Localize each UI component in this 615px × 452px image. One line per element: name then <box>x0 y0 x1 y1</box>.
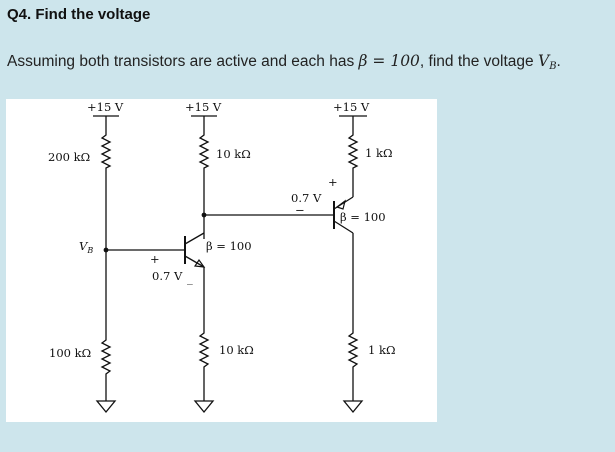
supply-bar-1 <box>93 115 119 128</box>
question-title: Q4. Find the voltage <box>7 6 151 23</box>
resistor-100k <box>100 334 112 401</box>
ground-symbol-2 <box>193 400 215 414</box>
resistor-200k <box>100 128 112 173</box>
supply-label-3: +15 V <box>333 100 370 114</box>
prompt-text-mid: , find the voltage <box>419 53 538 70</box>
question-prompt: Assuming both transistors are active and… <box>7 52 561 72</box>
vbe-q1-value: 0.7 V <box>152 269 183 283</box>
label-q1-collector-r: 10 kΩ <box>216 147 251 161</box>
label-q1-emitter-r: 10 kΩ <box>219 343 254 357</box>
prompt-text-before: Assuming both transistors are active and… <box>7 53 359 70</box>
supply-bar-3 <box>339 115 367 128</box>
circuit-figure: +15 V +15 V +15 V 200 kΩ 100 kΩ 10 kΩ 10… <box>6 99 437 422</box>
label-q2-beta: β = 100 <box>340 210 386 224</box>
vb-symbol: V <box>537 52 550 70</box>
resistor-q2-collector <box>347 327 359 401</box>
veb-q2-value: 0.7 V <box>291 191 322 205</box>
resistor-q1-collector <box>198 128 210 173</box>
beta-expression: β = 100 <box>358 52 420 70</box>
label-100k: 100 kΩ <box>49 346 91 360</box>
resistor-q1-emitter <box>198 327 210 401</box>
transistor-q2 <box>333 196 354 234</box>
supply-bar-2 <box>191 115 217 128</box>
supply-label-1: +15 V <box>87 100 124 114</box>
resistor-q2-emitter <box>347 128 359 197</box>
supply-label-2: +15 V <box>185 100 222 114</box>
label-q1-beta: β = 100 <box>206 239 252 253</box>
label-q2-emitter-r: 1 kΩ <box>365 146 392 160</box>
prompt-text-end: . <box>556 53 561 70</box>
veb-q2-plus: + <box>328 175 338 189</box>
vbe-q1-minus: _ <box>187 271 193 285</box>
veb-q2-minus: − <box>295 203 305 217</box>
label-vb: VB <box>79 239 93 255</box>
vbe-q1-plus: + <box>150 252 160 266</box>
label-200k: 200 kΩ <box>48 150 90 164</box>
vb-subscript: B <box>549 61 557 72</box>
label-q2-collector-r: 1 kΩ <box>368 343 395 357</box>
circuit-diagram: +15 V +15 V +15 V 200 kΩ 100 kΩ 10 kΩ 10… <box>48 100 395 414</box>
ground-symbol-3 <box>342 400 364 414</box>
transistor-q1 <box>184 232 206 268</box>
ground-symbol-1 <box>95 400 117 414</box>
